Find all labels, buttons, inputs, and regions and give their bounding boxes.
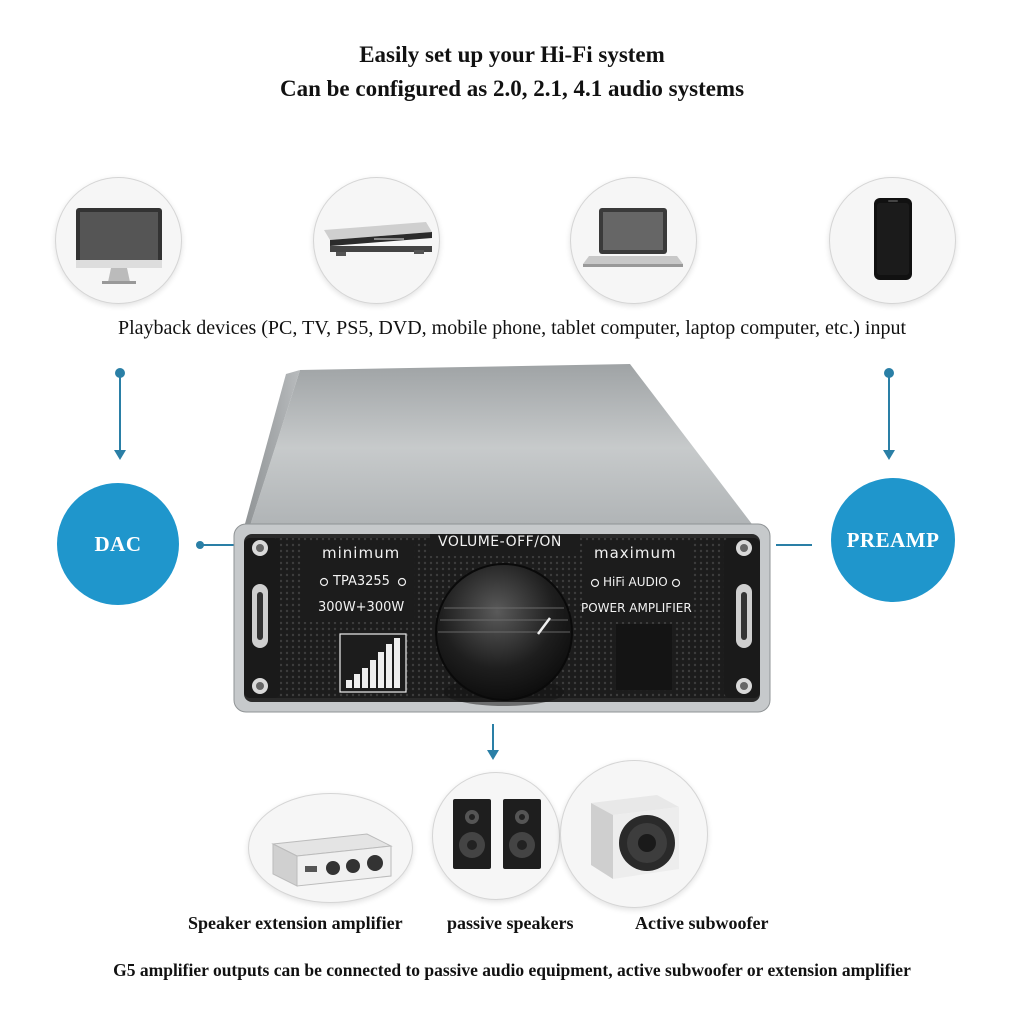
subwoofer-icon bbox=[591, 795, 679, 879]
preamp-circle: PREAMP bbox=[831, 478, 955, 602]
minimum-label: minimum bbox=[322, 544, 401, 562]
output-extension-amplifier bbox=[248, 793, 413, 903]
output-label-subwoofer: Active subwoofer bbox=[635, 913, 769, 933]
smartphone-icon bbox=[874, 198, 912, 280]
headline-line-2: Can be configured as 2.0, 2.1, 4.1 audio… bbox=[279, 76, 745, 101]
preamp-label: PREAMP bbox=[846, 527, 940, 552]
laptop-icon bbox=[583, 208, 683, 267]
output-label-passive-speakers: passive speakers bbox=[447, 913, 574, 933]
maximum-label: maximum bbox=[594, 544, 677, 562]
amplifier-device: VOLUME-OFF/ON minimum maximum TPA3255 Hi… bbox=[230, 362, 776, 722]
dac-label: DAC bbox=[94, 531, 142, 556]
headline-line-1: Easily set up your Hi-Fi system bbox=[359, 42, 665, 67]
type-label: POWER AMPLIFIER bbox=[581, 601, 692, 615]
output-subwoofer bbox=[560, 760, 708, 908]
output-label-extension-amplifier: Speaker extension amplifier bbox=[188, 913, 403, 933]
input-device-phone bbox=[829, 177, 956, 304]
dvd-player-icon bbox=[324, 222, 432, 256]
output-passive-speakers bbox=[432, 772, 560, 900]
amplifier-body bbox=[233, 364, 771, 713]
input-caption: Playback devices (PC, TV, PS5, DVD, mobi… bbox=[117, 317, 907, 339]
chip-label: TPA3255 bbox=[333, 574, 390, 589]
input-device-monitor bbox=[55, 177, 182, 304]
power-label: 300W+300W bbox=[318, 600, 405, 615]
input-device-laptop bbox=[570, 177, 697, 304]
hifi-label: HiFi AUDIO bbox=[603, 575, 668, 589]
input-device-dvd bbox=[313, 177, 440, 304]
passive-speakers-icon bbox=[453, 799, 541, 869]
monitor-icon bbox=[76, 208, 162, 284]
footer-note: G5 amplifier outputs can be connected to… bbox=[113, 960, 911, 980]
extension-amplifier-icon bbox=[271, 833, 393, 887]
dac-circle: DAC bbox=[57, 483, 179, 605]
volume-label: VOLUME-OFF/ON bbox=[438, 534, 562, 550]
